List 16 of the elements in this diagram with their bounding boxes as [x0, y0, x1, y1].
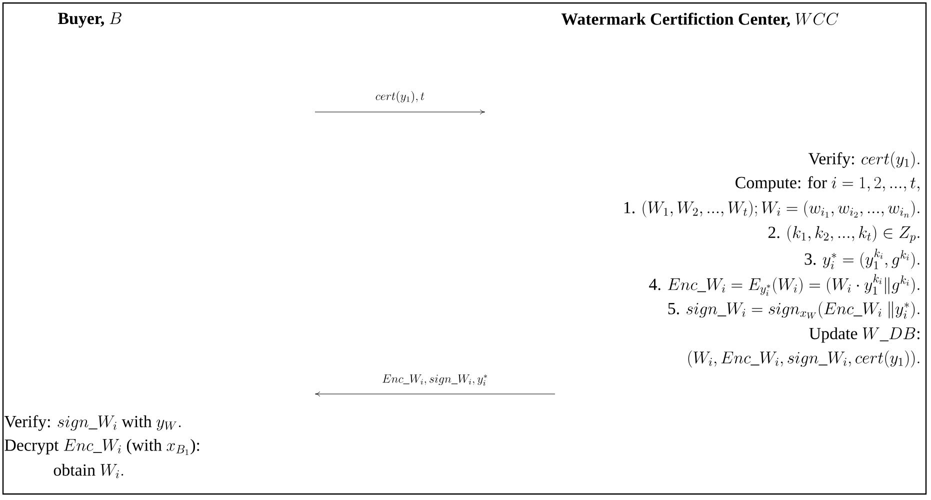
- verification-step: $\text{obtain }W_i.$: [54, 464, 124, 478]
- computation-step: $\text{1. }(W_1,W_2,...,W_t);W_i=(w_{i_1},w_{i_2},...,w_{i_n}).$: [624, 200, 920, 218]
- computation-step: $\text{Update }W\_DB\text{:}$: [809, 327, 920, 343]
- party-heading: $\textbf{Watermark Certifiction Center,}\ WCC$: [561, 12, 838, 28]
- computation-step: $(W_i,Enc\_W_i,sign\_W_i,cert(y_1)).$: [688, 350, 920, 368]
- computation-step: $\text{Compute: for } i=1,2,...,t,$: [736, 176, 920, 192]
- party-heading: $\textbf{Buyer,}\ B$: [58, 12, 122, 28]
- verification-step: $\text{Decrypt }Enc\_W_i\text{ (with }x_{B_1}\text{):}$: [4, 438, 200, 456]
- computation-step: $\text{4. }Enc\_W_i=E_{y_i^*}(W_i)=(W_i\cdot y_1^{k_i}\|g^{k_i}).$: [649, 274, 920, 296]
- message-label: $Enc\_W_i,sign\_W_i,y_i^*$: [382, 374, 487, 386]
- computation-step: $\text{5. }sign\_W_i={}sign_{x_W}(Enc\_W_i\ \|y_i^*).$: [668, 301, 920, 319]
- verification-step: $\text{Verify: }sign\_W_i\text{ with }y_W.$: [4, 415, 181, 431]
- message-label: $cert(y_1),t$: [376, 91, 424, 103]
- computation-step: $\text{2. }(k_1,k_2,...,k_t)\in Z_p.$: [768, 225, 920, 243]
- computation-step: $\text{Verify: } cert(y_1).$: [808, 152, 920, 168]
- computation-step: $\text{3. }y_i^*=(y_1^{k_i},g^{k_i}).$: [804, 248, 920, 270]
